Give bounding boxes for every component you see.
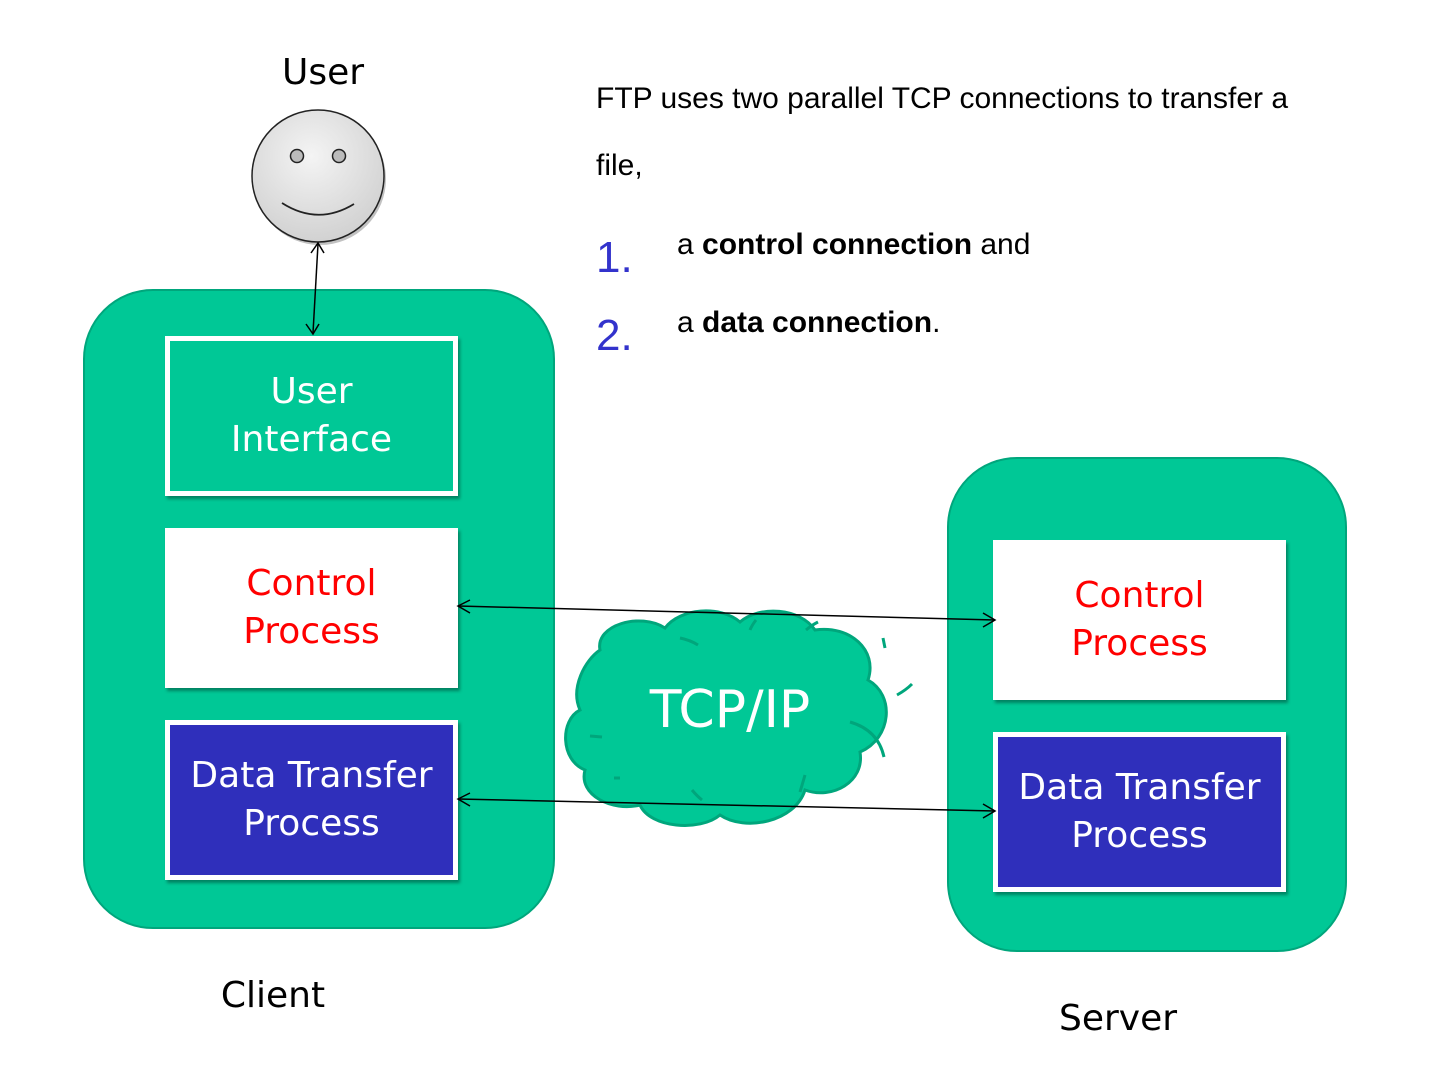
list-item-1: a control connection and — [677, 228, 1030, 262]
list-item-2-bold: data connection — [702, 306, 933, 339]
client-label: Client — [220, 975, 326, 1016]
description-line1: FTP uses two parallel TCP connections to… — [596, 82, 1289, 115]
list-item-1-suffix: and — [972, 228, 1031, 261]
list-item-1-bold: control connection — [702, 228, 973, 261]
client-user-interface-box[interactable]: User Interface — [165, 336, 458, 496]
server-data-transfer-box[interactable]: Data Transfer Process — [993, 732, 1286, 892]
ui-line1: User — [270, 371, 353, 412]
ui-line2: Interface — [230, 419, 393, 460]
list-number-1: 1. — [596, 233, 633, 282]
tcpip-label: TCP/IP — [649, 680, 811, 740]
server-data-line1: Data Transfer — [1018, 767, 1261, 808]
list-item-2-prefix: a — [677, 306, 703, 339]
list-number-2: 2. — [596, 311, 633, 360]
user-label: User — [281, 52, 365, 93]
server-ctrl-line2: Process — [1071, 623, 1208, 664]
list-item-2-suffix: . — [932, 306, 941, 339]
client-control-process-box[interactable]: Control Process — [165, 528, 458, 688]
client-ctrl-line2: Process — [243, 611, 380, 652]
client-data-transfer-box[interactable]: Data Transfer Process — [165, 720, 458, 880]
list-item-2: a data connection. — [677, 306, 940, 340]
client-ctrl-line1: Control — [246, 563, 377, 604]
server-label: Server — [1058, 998, 1178, 1039]
server-ctrl-line1: Control — [1074, 575, 1205, 616]
server-data-line2: Process — [1071, 815, 1208, 856]
client-data-line2: Process — [243, 803, 380, 844]
server-control-process-box[interactable]: Control Process — [993, 540, 1286, 700]
list-item-1-prefix: a — [677, 228, 703, 261]
client-data-line1: Data Transfer — [190, 755, 433, 796]
user-smiley-icon — [251, 109, 386, 245]
description-line2: file, — [596, 149, 643, 182]
